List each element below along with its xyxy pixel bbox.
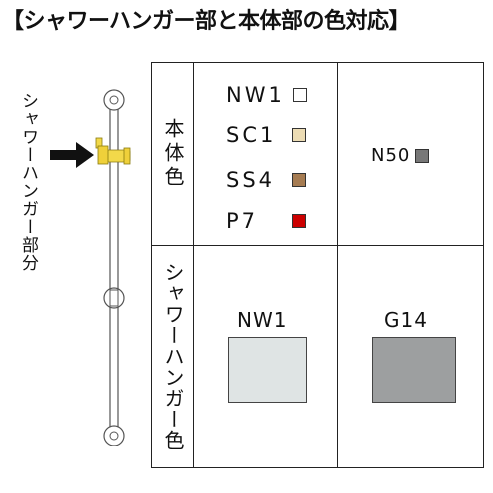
color-code: NW1 [226,83,285,107]
color-code: P7 [226,209,259,233]
shower-hanger-icon [95,137,131,165]
shower-hanger-part-label: シャワーハンガー部分 [18,92,38,272]
hanger-color-swatch [228,337,307,403]
body-color-item: SC1 [226,122,306,148]
color-chip [292,214,306,228]
arrow-right-icon [50,142,94,168]
table-divider-horizontal [151,245,484,246]
body-color-item-n50: N50 [371,145,430,166]
body-color-item: P7 [226,208,306,234]
body-color-header: 本体色 [161,118,185,190]
table-divider-vertical-2 [337,62,338,468]
page-title: 【シャワーハンガー部と本体部の色対応】 [2,9,411,34]
color-table [151,62,484,468]
body-color-item: NW1 [226,82,307,108]
hanger-color-swatch [372,337,456,403]
color-chip [292,88,307,102]
hanger-color-header: シャワーハンガー色 [161,262,185,451]
hanger-color-code: NW1 [237,308,288,332]
color-chip [292,128,306,142]
shower-slide-bar-icon [95,89,131,446]
color-chip [292,173,306,187]
color-code: N50 [371,145,411,166]
body-color-item: SS4 [226,167,306,193]
color-code: SC1 [226,123,277,147]
table-divider-vertical-1 [193,62,194,468]
hanger-color-code: G14 [384,308,428,332]
color-code: SS4 [226,168,276,192]
color-chip [415,148,430,163]
